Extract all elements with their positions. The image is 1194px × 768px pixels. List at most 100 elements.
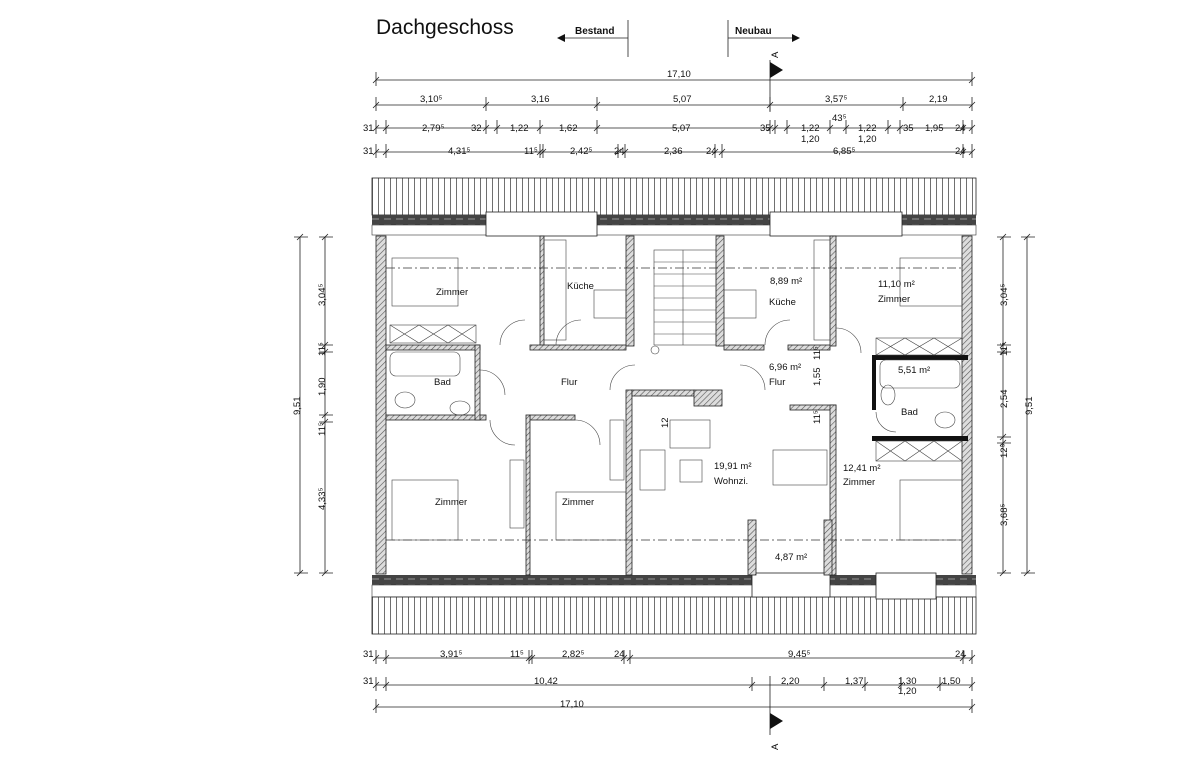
dimension-tick <box>896 120 904 134</box>
bestand-label: Bestand <box>575 26 614 37</box>
dimension-tick <box>968 72 976 86</box>
dim-label: 31 <box>363 676 374 687</box>
dim-label: 24 <box>614 146 625 157</box>
dimension-tick <box>593 97 601 111</box>
dim-label: 2,20 <box>781 676 800 687</box>
room-name: Wohnzi. <box>714 476 748 487</box>
room-name: Küche <box>769 297 796 308</box>
dimension-tick <box>536 120 544 134</box>
room-area: 11,10 m² <box>878 279 915 290</box>
dimension-tick <box>372 97 380 111</box>
dimension-tick <box>1021 569 1035 577</box>
dim-label: 3,04⁵ <box>317 284 328 306</box>
room-name: Zimmer <box>878 294 910 305</box>
dim-label: 3,91⁵ <box>440 649 462 660</box>
dim-label: 9,51 <box>292 397 303 416</box>
dimension-tick <box>968 120 976 134</box>
dim-label: 1,50 <box>942 676 961 687</box>
room-area: 8,89 m² <box>770 276 802 287</box>
dimension-tick <box>621 144 629 158</box>
dim-label: 1,20 <box>898 686 917 697</box>
bestand-arrow: Bestand <box>557 20 629 57</box>
room-name: Flur <box>769 377 785 388</box>
dim-label: 5,07 <box>672 123 691 134</box>
dim-label: 24 <box>614 649 625 660</box>
dimension-labels-right: 9,51 3,04⁵ 11⁵ 2,54 12⁵ 3,68⁵ <box>999 284 1035 526</box>
dimension-tick <box>959 650 967 664</box>
dimension-tick <box>997 433 1011 441</box>
dim-label: 6,85⁵ <box>833 146 855 157</box>
dim-label: 2,79⁵ <box>422 123 444 134</box>
bed <box>391 479 459 541</box>
dimension-tick <box>372 677 380 691</box>
dimension-tick <box>968 97 976 111</box>
room-area: 6,96 m² <box>769 362 801 373</box>
section-marker-bottom: A <box>769 676 783 750</box>
dimension-tick <box>493 120 501 134</box>
dim-label: 3,16 <box>531 94 550 105</box>
dim-label: 24 <box>955 649 966 660</box>
dimension-tick <box>1021 233 1035 241</box>
room-area: 4,87 m² <box>775 552 807 563</box>
dim-label: 1,22 <box>510 123 529 134</box>
dimension-tick <box>536 144 544 158</box>
dimension-tick <box>319 569 333 577</box>
dimension-tick <box>997 233 1011 241</box>
dim-label: 1,30 <box>898 676 917 687</box>
dimension-tick <box>319 233 333 241</box>
dimension-tick <box>718 144 726 158</box>
dimension-tick <box>319 411 333 419</box>
dim-label: 31 <box>363 123 374 134</box>
dimension-tick <box>997 348 1011 356</box>
dimension-tick <box>968 677 976 691</box>
kitchen-counter <box>543 239 567 341</box>
dim-label: 35 <box>903 123 914 134</box>
dim-label: 43⁵ <box>832 113 847 124</box>
dimension-tick <box>711 144 719 158</box>
room-name: Flur <box>561 377 577 388</box>
dim-label: 31 <box>363 146 374 157</box>
dormers <box>485 211 937 600</box>
toilet <box>394 391 416 409</box>
dim-label: 4,33⁵ <box>317 488 328 510</box>
sofa <box>639 449 666 491</box>
room-area: 5,51 m² <box>898 365 930 376</box>
toilet <box>934 411 956 429</box>
dimension-tick <box>294 569 308 577</box>
dimension-tick <box>783 120 791 134</box>
dim-label: 11⁵ <box>510 649 524 660</box>
drawing-title: Dachgeschoss <box>376 16 514 39</box>
dining-table <box>723 289 757 319</box>
dim-label: 1,62 <box>559 123 578 134</box>
dim-label: 11⁵ <box>812 410 823 424</box>
dim-label: 4,31⁵ <box>448 146 470 157</box>
dim-label: 9,45⁵ <box>788 649 810 660</box>
dimension-tick <box>771 120 779 134</box>
dimension-tick <box>482 120 490 134</box>
sink <box>880 384 896 406</box>
room-name: Küche <box>567 281 594 292</box>
dim-label: 1,20 <box>858 134 877 145</box>
dimension-tick <box>319 341 333 349</box>
dining-table <box>593 289 627 319</box>
dimension-tick <box>620 650 628 664</box>
dimension-tick <box>372 650 380 664</box>
dimension-tick <box>482 97 490 111</box>
dimension-tick <box>319 348 333 356</box>
sofa <box>669 419 711 449</box>
bathtub <box>879 359 961 389</box>
dim-label: 1,95 <box>925 123 944 134</box>
neubau-arrow: Neubau <box>727 20 800 57</box>
dim-label: 1,90 <box>317 378 328 397</box>
dim-label: 32 <box>471 123 482 134</box>
room-name: Bad <box>901 407 918 418</box>
furniture <box>389 239 963 541</box>
room-name: Bad <box>434 377 451 388</box>
dimension-tick <box>899 97 907 111</box>
dim-label: 1,37 <box>845 676 864 687</box>
dimension-chain-bottom <box>372 650 976 713</box>
dim-label: 10,42 <box>534 676 558 687</box>
dimension-tick <box>820 677 828 691</box>
room-area: 19,91 m² <box>714 461 752 472</box>
